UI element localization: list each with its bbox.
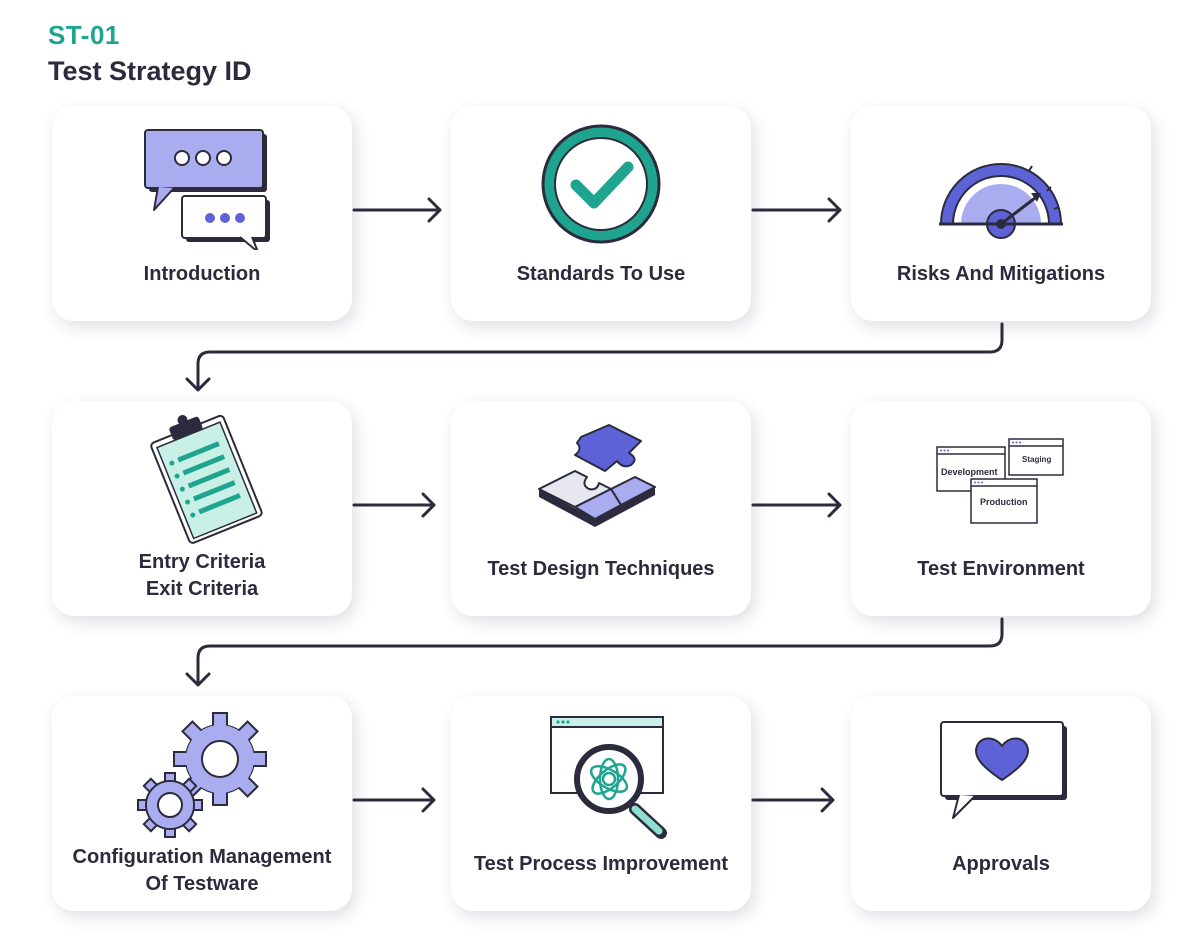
arrow-7-8 — [352, 787, 436, 813]
clipboard-icon — [52, 409, 352, 549]
arrow-6-7 — [185, 617, 1004, 687]
step-label-line: Exit Criteria — [145, 578, 259, 600]
step-process-improvement: Test Process Improvement — [451, 696, 751, 911]
arrow-1-2 — [352, 197, 442, 223]
checkmark-circle-icon — [451, 114, 751, 254]
step-standards: Standards To Use — [451, 106, 751, 321]
arrow-3-4 — [185, 322, 1004, 392]
step-label-line: Entry Criteria — [138, 551, 266, 573]
step-configuration-management: Configuration Management Of Testware — [52, 696, 352, 911]
arrow-4-5 — [352, 492, 436, 518]
page-title: Test Strategy ID — [48, 56, 252, 86]
puzzle-icon — [451, 409, 751, 549]
step-approvals: Approvals — [851, 696, 1151, 911]
step-label: Test Process Improvement — [473, 853, 729, 875]
window-production: Production — [970, 478, 1038, 524]
step-label: Entry Criteria Exit Criteria — [52, 549, 352, 603]
gears-icon — [52, 704, 352, 844]
gauge-icon — [851, 114, 1151, 254]
step-label: Introduction — [143, 263, 261, 285]
window-label: Production — [980, 497, 1028, 507]
window-label: Development — [941, 467, 998, 477]
step-label: Risks And Mitigations — [896, 263, 1106, 285]
arrow-8-9 — [751, 787, 835, 813]
magnifier-icon — [451, 704, 751, 844]
step-label: Approvals — [952, 853, 1050, 875]
heart-bubble-icon — [851, 704, 1151, 844]
step-label-line: Configuration Management — [72, 846, 332, 868]
step-label: Test Environment — [917, 558, 1085, 580]
step-label-line: Of Testware — [145, 873, 259, 895]
chat-bubbles-icon — [52, 114, 352, 254]
arrow-5-6 — [751, 492, 842, 518]
step-entry-exit-criteria: Entry Criteria Exit Criteria — [52, 401, 352, 616]
window-staging: Staging — [1008, 438, 1064, 476]
step-test-design: Test Design Techniques — [451, 401, 751, 616]
window-label: Staging — [1022, 455, 1051, 464]
arrow-2-3 — [751, 197, 842, 223]
step-test-environment: Development Staging Production Test Envi… — [851, 401, 1151, 616]
step-label: Configuration Management Of Testware — [52, 844, 352, 898]
strategy-id: ST-01 — [48, 20, 120, 50]
step-risks: Risks And Mitigations — [851, 106, 1151, 321]
environments-icon: Development Staging Production — [851, 409, 1151, 549]
step-label: Test Design Techniques — [487, 558, 715, 580]
step-introduction: Introduction — [52, 106, 352, 321]
step-label: Standards To Use — [516, 263, 686, 285]
